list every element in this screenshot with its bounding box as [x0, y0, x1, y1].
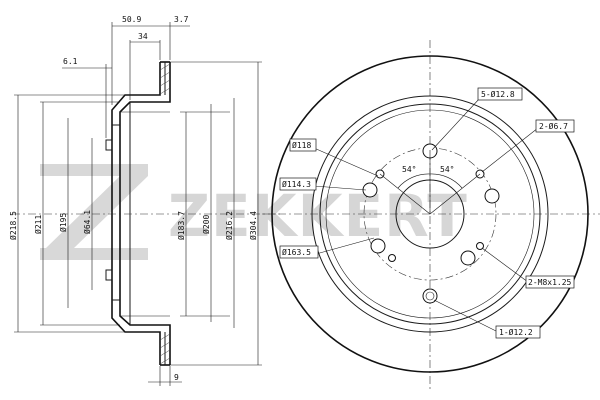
bolt-hole-icon: [484, 188, 500, 204]
dim-d216-2: Ø216.2: [224, 211, 234, 240]
bolt-hole-icon: [370, 238, 386, 254]
angle-left: 54°: [402, 165, 416, 174]
callout-2-m8x1-25: 2-M8x1.25: [528, 278, 572, 287]
bolt-hole-icon: [460, 250, 476, 266]
top-dimensions: 50.9 3.7 34 6.1: [62, 15, 190, 138]
callouts: 5-Ø12.8 2-Ø6.7 Ø118 Ø114.3 Ø163.5 2-M8x1…: [279, 87, 575, 339]
hat-inner-circle: [325, 109, 535, 319]
small-holes: [375, 169, 485, 304]
dim-d211: Ø211: [33, 215, 43, 234]
callout-d114-3: Ø114.3: [282, 179, 311, 189]
callout-d118: Ø118: [292, 140, 311, 150]
locating-hole-inner-icon: [425, 291, 435, 301]
callout-d163-5: Ø163.5: [282, 247, 311, 257]
callout-5-d12-8: 5-Ø12.8: [481, 89, 515, 99]
dim-50-9: 50.9: [122, 15, 141, 24]
hat-section-outline: [105, 61, 171, 366]
watermark-logo-icon: [40, 164, 148, 260]
dim-d218-5: Ø218.5: [8, 211, 18, 240]
callout-2-d6-7: 2-Ø6.7: [539, 121, 568, 131]
disc-outer-circle: [271, 55, 589, 373]
dim-6-1: 6.1: [63, 57, 78, 66]
wheel-bolt-holes: [362, 143, 500, 266]
callout-1-d12-2: 1-Ø12.2: [499, 327, 533, 337]
braking-inner-circle: [311, 95, 549, 333]
dim-d195: Ø195: [58, 213, 68, 232]
dim-d64-1: Ø64.1: [82, 210, 92, 234]
bottom-dimensions: 9: [148, 366, 182, 386]
zekkert-watermark: ZEKKERT: [40, 164, 468, 260]
angle-lines: 54° 54°: [379, 150, 481, 215]
watermark-text: ZEKKERT: [168, 182, 468, 250]
thread-hole-icon: [388, 254, 396, 262]
front-view: 54° 54° 5-Ø12.8 2-Ø6.7 Ø118 Ø114.3: [262, 40, 600, 392]
vertical-dimensions: Ø218.5 Ø211 Ø195 Ø64.1 Ø183.7 Ø200 Ø216.…: [8, 61, 262, 366]
thread-hole-icon: [476, 242, 484, 250]
hat-outer-circle: [319, 103, 541, 325]
dim-d304-4: Ø304.4: [248, 211, 258, 240]
dim-34: 34: [138, 32, 148, 41]
disc-circles: [271, 55, 589, 373]
dim-d200: Ø200: [201, 215, 211, 234]
side-section-view: 50.9 3.7 34 6.1 9: [8, 15, 280, 386]
locating-hole-icon: [422, 288, 438, 304]
ring-hatching: [159, 63, 171, 365]
dim-9: 9: [174, 373, 179, 382]
angle-right: 54°: [440, 165, 454, 174]
dim-d183-7: Ø183.7: [176, 211, 186, 240]
dim-3-7: 3.7: [174, 15, 189, 24]
